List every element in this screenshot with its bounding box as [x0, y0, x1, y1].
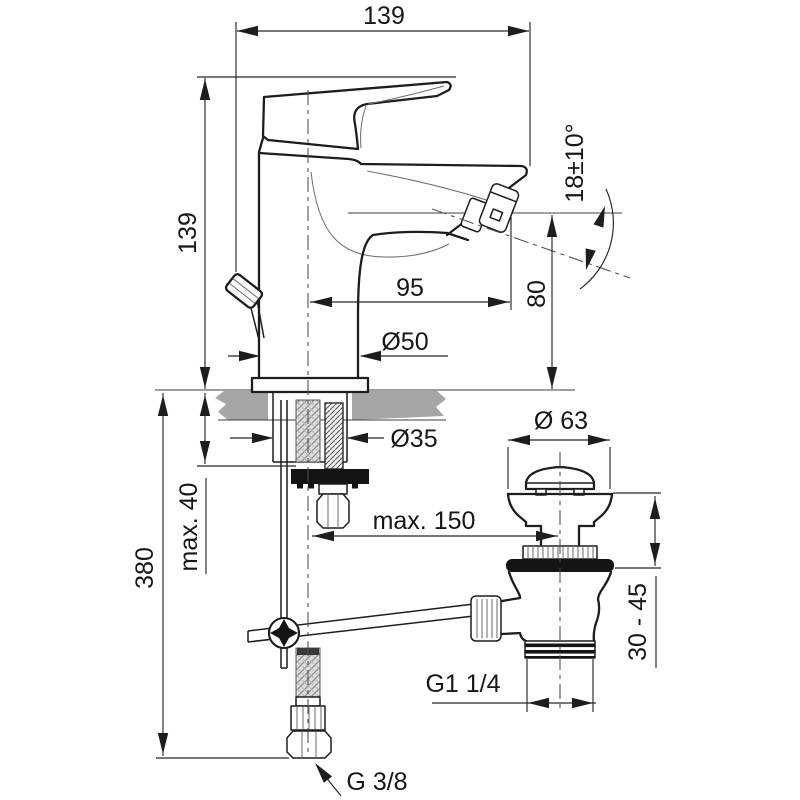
stud-stub	[318, 483, 348, 495]
dimension-layer: 139 139 18±10° 95 80 Ø50 Ø35 max. 40 380…	[131, 2, 661, 797]
dim-label-rod-reach: max. 150	[373, 507, 476, 535]
countertop-section	[155, 389, 575, 421]
aerator-axis-line	[431, 208, 631, 279]
rod-clamp-knob	[470, 595, 502, 642]
trap-body-left	[500, 570, 528, 643]
handle-lever	[257, 80, 452, 154]
waste-assembly	[470, 465, 614, 659]
dim-label-deck-thickness: max. 40	[175, 483, 203, 572]
counter-left-patch	[215, 391, 268, 420]
trap-body-right	[592, 570, 613, 643]
dim-label-spout-height: 80	[523, 280, 551, 308]
side-knob	[224, 273, 265, 341]
pop-up-rod	[280, 400, 288, 669]
dim-label-shank-diameter: Ø35	[390, 425, 437, 453]
waste-flange-right	[577, 492, 614, 548]
spout-top-edge	[257, 151, 528, 237]
pivot-star-icon	[270, 619, 298, 647]
dim-label-supply-thread: G 3/8	[346, 768, 407, 796]
dim-label-basin-thickness: 30 - 45	[624, 583, 652, 661]
base-flange	[250, 376, 370, 394]
clamp-washer	[291, 469, 369, 484]
dim-label-top-width: 139	[363, 2, 405, 30]
supply-hose	[286, 647, 332, 759]
pivot-joint	[267, 616, 301, 650]
dim-label-hose-length: 380	[131, 547, 159, 589]
aerator-nozzle	[460, 183, 520, 233]
dim-label-height: 139	[174, 212, 202, 254]
waste-flange-left	[506, 492, 543, 548]
angle-arc	[579, 188, 614, 290]
dim-label-aerator-angle: 18±10°	[561, 123, 589, 202]
dim-label-base-diameter: Ø50	[381, 328, 428, 356]
threaded-stud	[324, 402, 344, 470]
side-knob-stem	[249, 299, 265, 341]
rubber-seal	[506, 559, 614, 572]
dim-label-waste-cap-diameter: Ø 63	[534, 407, 588, 435]
mounting-shank	[272, 392, 369, 529]
counter-right-patch	[352, 391, 446, 420]
supply-nut	[286, 730, 332, 759]
dim-label-spout-reach: 95	[396, 274, 424, 302]
dim-label-waste-thread: G1 1/4	[425, 670, 500, 698]
centerlines	[307, 90, 631, 757]
mounting-nut	[316, 493, 350, 529]
spout-underside	[356, 230, 470, 380]
